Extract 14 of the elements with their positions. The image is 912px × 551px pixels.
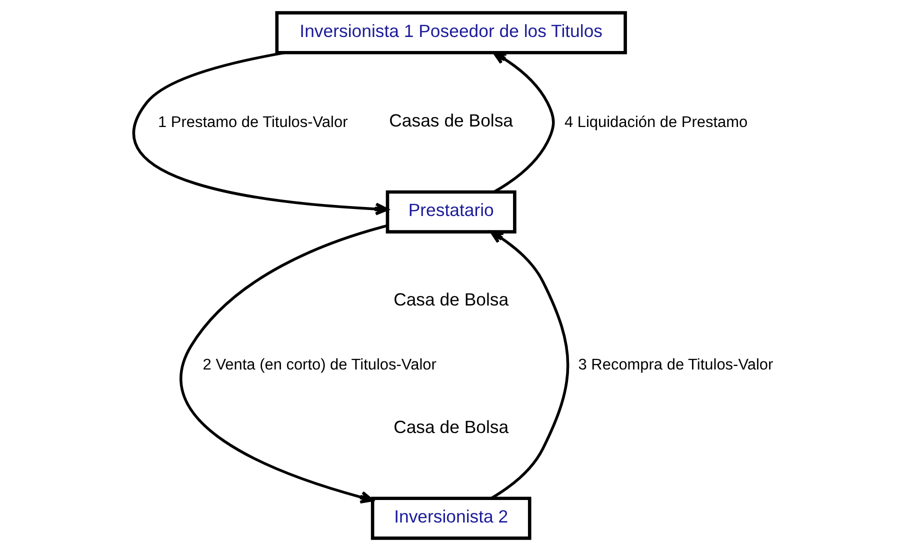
- label: Casa de Bolsa: [393, 290, 508, 310]
- node-box: Inversionista 2: [370, 496, 531, 540]
- edge-label: 4 Liquidación de Prestamo: [564, 114, 748, 131]
- label: Casa de Bolsa: [393, 416, 508, 437]
- arrow: [132, 51, 388, 216]
- arrow: [489, 230, 569, 500]
- node-box: Prestatario: [385, 190, 516, 234]
- label: Casas de Bolsa: [388, 110, 513, 131]
- edge-label: 1 Prestamo de Titulos-Valor: [158, 114, 348, 131]
- edge-label: 2 Venta (en corto) de Titulos-Valor: [202, 356, 436, 374]
- arrow: [492, 51, 554, 194]
- edge-label: 3 Recompra de Titulos-Valor: [578, 356, 773, 374]
- node-box: Inversionista 1 Poseedor de los Titulos: [274, 11, 626, 54]
- arrow: [179, 224, 388, 504]
